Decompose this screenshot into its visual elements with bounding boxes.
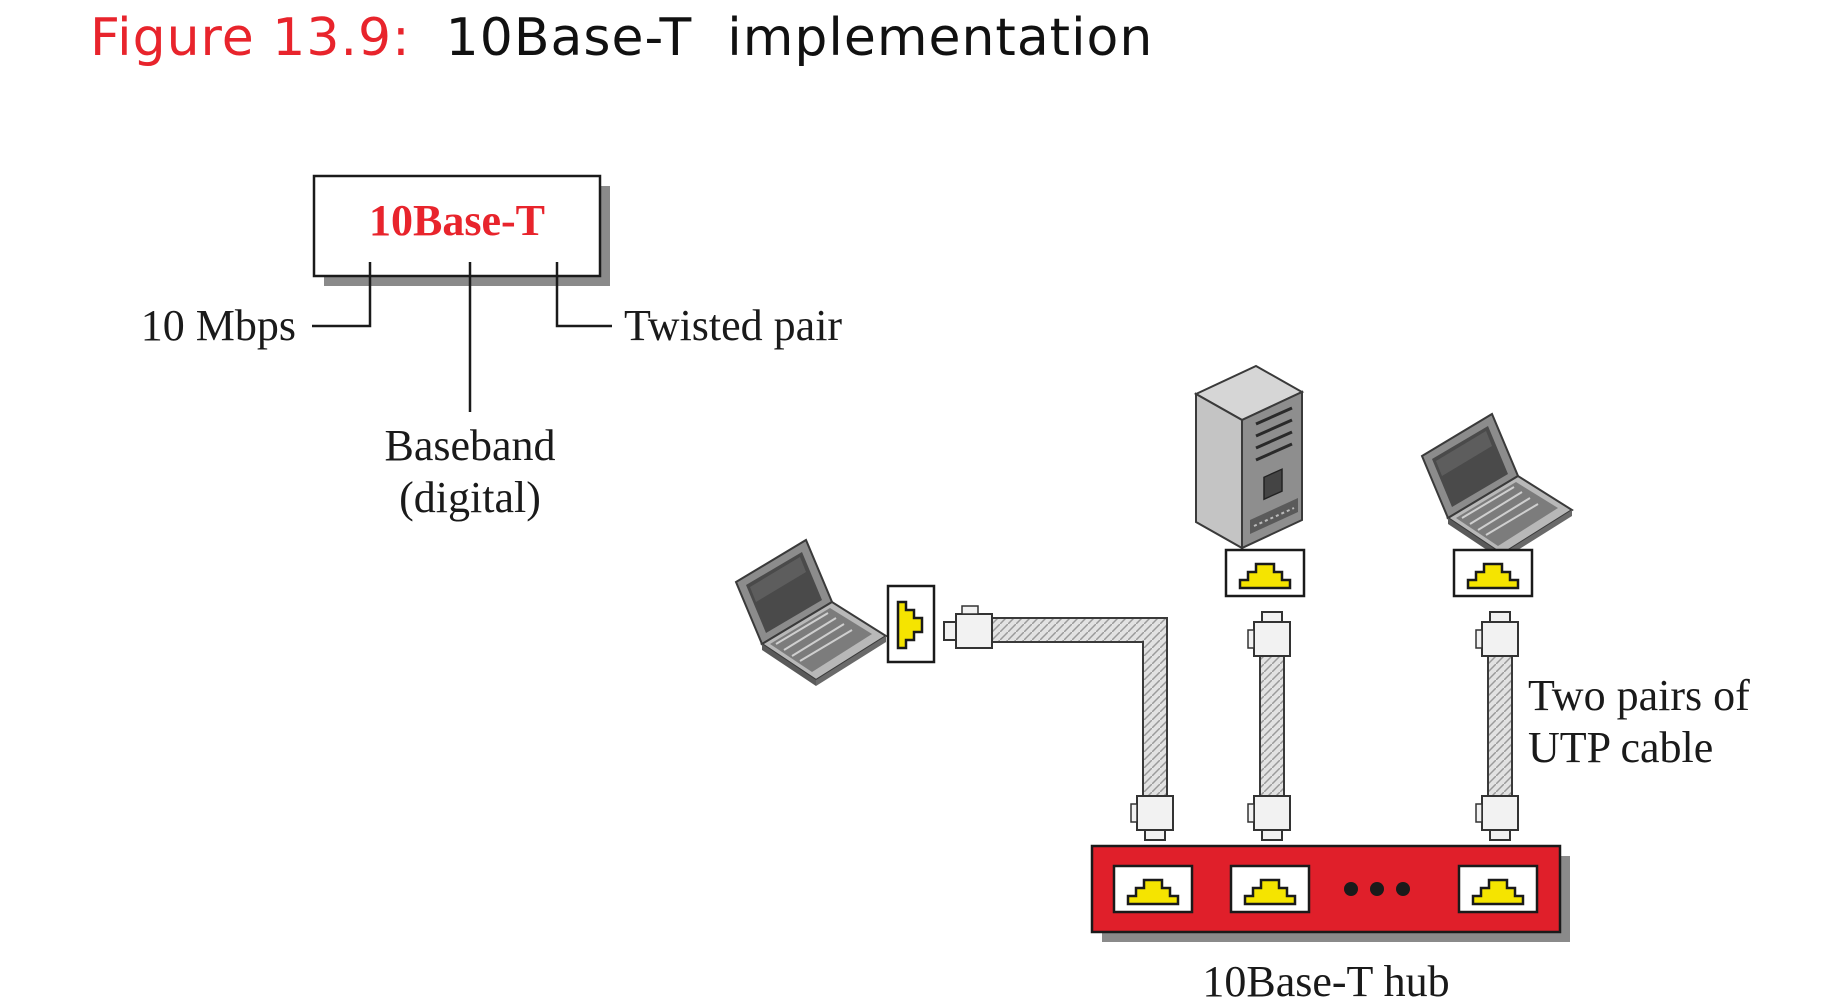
- laptop-left-icon: [735, 539, 887, 687]
- hub-ellipsis-dot-3: [1396, 882, 1410, 896]
- nic-port-right-laptop: [1452, 548, 1534, 598]
- cable-label-line2: UTP cable: [1528, 723, 1713, 772]
- hub-icon: [1090, 844, 1570, 942]
- rate-leader-line: [312, 262, 372, 328]
- server-icon: [1193, 364, 1305, 550]
- plug-hub-port-n: [1475, 795, 1519, 841]
- signal-label-line1: Baseband: [384, 421, 555, 470]
- figure-caption: 10Base-T implementation: [445, 8, 1154, 68]
- signal-label-line2: (digital): [399, 473, 541, 522]
- hub-port-2: [1229, 864, 1311, 914]
- plug-hub-port-1: [1130, 795, 1174, 841]
- nic-port-left-laptop: [886, 584, 936, 664]
- hub-label: 10Base-T hub: [1202, 957, 1449, 1006]
- plug-left-laptop: [943, 605, 993, 649]
- hub-port-n: [1457, 864, 1539, 914]
- cable-laptop-left: [988, 619, 1166, 810]
- medium-label: Twisted pair: [624, 301, 842, 350]
- hub-port-1: [1112, 864, 1194, 914]
- hub-ellipsis-dot-2: [1370, 882, 1384, 896]
- cable-laptop-left-outline: [988, 617, 1168, 810]
- hub-ellipsis-dot-1: [1344, 882, 1358, 896]
- nic-port-server: [1224, 548, 1306, 598]
- plug-hub-port-2: [1247, 795, 1291, 841]
- naming-diagram: 10Base-T 10 Mbps Baseband (digital) Twis…: [141, 174, 842, 522]
- plug-laptop-right: [1475, 611, 1519, 657]
- medium-leader-line: [555, 262, 612, 328]
- figure-title: Figure 13.9: 10Base-T implementation: [90, 8, 1153, 68]
- utp-cables: [988, 617, 1513, 810]
- naming-box-title: 10Base-T: [369, 196, 545, 245]
- plug-server: [1247, 611, 1291, 657]
- rate-label: 10 Mbps: [141, 301, 296, 350]
- figure-number: Figure 13.9:: [90, 8, 411, 68]
- naming-box: [312, 174, 602, 278]
- laptop-right-icon: [1421, 413, 1573, 561]
- cable-label-line1: Two pairs of: [1528, 671, 1750, 720]
